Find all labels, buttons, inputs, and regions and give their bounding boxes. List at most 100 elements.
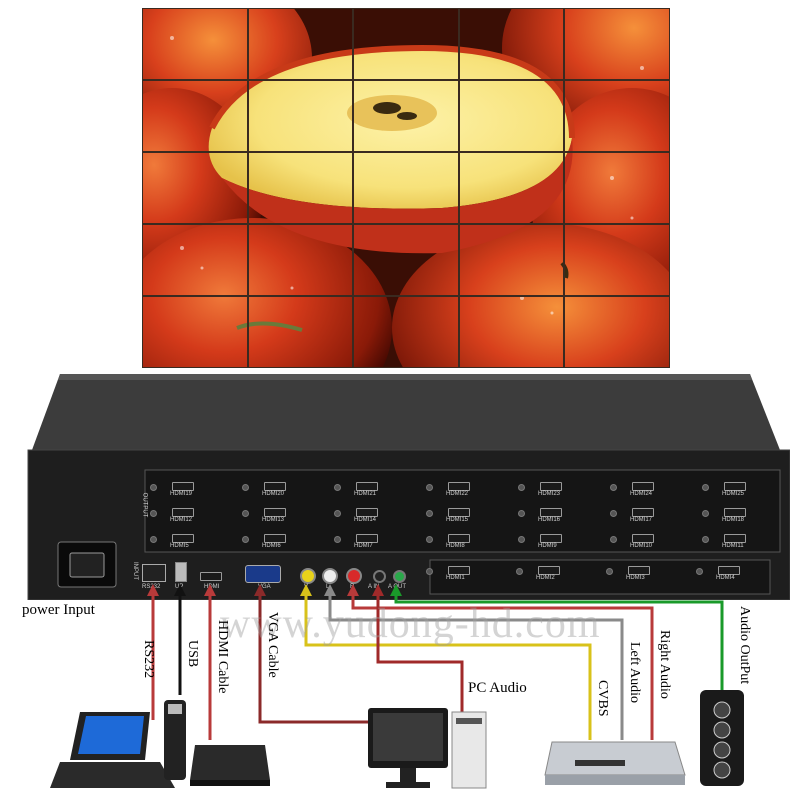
screw: [334, 484, 341, 491]
left-audio-rca-port[interactable]: [322, 568, 338, 584]
screw: [426, 510, 433, 517]
hdmi-output-port[interactable]: [356, 508, 378, 517]
hdmi-output-port[interactable]: [540, 534, 562, 543]
hdmi-output-port[interactable]: [264, 534, 286, 543]
video-wall-tile: [564, 296, 670, 368]
left-audio-label: Left Audio: [627, 642, 642, 704]
video-wall-tile: [353, 8, 459, 80]
hdmi-output-port[interactable]: [356, 534, 378, 543]
audio-out-arrow: [390, 584, 402, 596]
hdmi-output-port-label: HDMI21: [354, 491, 377, 497]
vga-port-label: VGA: [258, 584, 271, 590]
hdmi-output-port[interactable]: [628, 566, 650, 575]
usb-port[interactable]: [175, 562, 187, 582]
audio-in-jack[interactable]: [373, 570, 386, 583]
power-input-label: power Input: [22, 602, 95, 618]
audio-out-jack[interactable]: [393, 570, 406, 583]
screw: [610, 484, 617, 491]
vga-port[interactable]: [245, 565, 281, 583]
hdmi-output-port[interactable]: [356, 482, 378, 491]
left-audio-arrow: [324, 584, 336, 596]
laptop-icon: [50, 712, 175, 788]
video-wall-tile: [247, 8, 354, 80]
screw: [702, 484, 709, 491]
screw: [150, 536, 157, 543]
vga-cable: [258, 592, 370, 724]
hdmi-output-port[interactable]: [724, 482, 746, 491]
video-wall-tile: [142, 296, 248, 368]
left-audio-cable: [328, 592, 624, 740]
screw: [606, 568, 613, 575]
vga-cable-label: VGA Cable: [265, 612, 280, 678]
video-rca-port[interactable]: [300, 568, 316, 584]
hdmi-output-port[interactable]: [448, 566, 470, 575]
right-audio-cable: [351, 592, 654, 740]
right-audio-arrow: [347, 584, 359, 596]
pc-tower-icon: [451, 711, 487, 789]
rs232-port-label: RS232: [142, 584, 161, 590]
hdmi-output-port[interactable]: [448, 534, 470, 543]
screw: [426, 536, 433, 543]
screw: [150, 484, 157, 491]
hdmi-input-port[interactable]: [200, 572, 222, 581]
video-wall-tile: [564, 80, 670, 152]
hdmi-output-port-label: HDMI19: [170, 491, 193, 497]
screw: [702, 510, 709, 517]
screw: [516, 568, 523, 575]
media-player-icon: [190, 745, 270, 786]
right-audio-rca-port[interactable]: [346, 568, 362, 584]
video-wall-tile: [247, 224, 354, 296]
hdmi-output-port-label: HDMI4: [716, 575, 735, 581]
hdmi-output-port-label: HDMI10: [630, 543, 653, 549]
hdmi-output-port[interactable]: [632, 482, 654, 491]
hdmi-output-port[interactable]: [632, 534, 654, 543]
hdmi-output-port[interactable]: [172, 508, 194, 517]
pc-audio-cable: [376, 592, 464, 712]
hdmi-input-label: HDMI: [204, 584, 220, 590]
left-port-label: L: [326, 584, 330, 590]
hdmi-output-port[interactable]: [448, 508, 470, 517]
hdmi-output-port[interactable]: [718, 566, 740, 575]
hdmi-output-port[interactable]: [172, 482, 194, 491]
hdmi-arrow: [204, 584, 216, 596]
watermark: www.yudong-hd.com: [220, 601, 601, 647]
screw: [426, 484, 433, 491]
hdmi-output-port-label: HDMI7: [354, 543, 373, 549]
rs232-label: RS232: [141, 640, 156, 679]
audio-in-label: A IN: [368, 584, 380, 590]
hdmi-output-port[interactable]: [724, 508, 746, 517]
hdmi-output-port[interactable]: [538, 566, 560, 575]
hdmi-output-port[interactable]: [448, 482, 470, 491]
cvbs-cable: [304, 592, 592, 740]
screw: [150, 510, 157, 517]
screw: [610, 510, 617, 517]
hdmi-output-port[interactable]: [540, 508, 562, 517]
hdmi-output-port[interactable]: [632, 508, 654, 517]
cvbs-arrow: [300, 584, 312, 596]
hdmi-output-port-label: HDMI12: [170, 517, 193, 523]
hdmi-output-port[interactable]: [172, 534, 194, 543]
screw: [242, 510, 249, 517]
vga-arrow: [254, 584, 266, 596]
screw: [334, 536, 341, 543]
video-wall-tile: [247, 296, 354, 368]
hdmi-output-port-label: HDMI11: [722, 543, 744, 549]
video-wall-tile: [564, 224, 670, 296]
rs232-port[interactable]: [142, 564, 166, 582]
hdmi-output-port-label: HDMI9: [538, 543, 557, 549]
audio-out-cable: [394, 592, 724, 700]
video-wall-tile: [247, 152, 354, 224]
hdmi-output-port[interactable]: [540, 482, 562, 491]
pc-monitor-icon: [368, 708, 448, 788]
hdmi-output-port-label: HDMI17: [630, 517, 653, 523]
pc-audio-arrow: [372, 584, 384, 596]
screw: [610, 536, 617, 543]
video-wall-tile: [142, 8, 248, 80]
hdmi-output-port[interactable]: [264, 508, 286, 517]
audio-output-label: Audio OutPut: [737, 606, 752, 685]
hdmi-output-port[interactable]: [724, 534, 746, 543]
screw: [696, 568, 703, 575]
video-wall-tile: [458, 152, 565, 224]
hdmi-output-port[interactable]: [264, 482, 286, 491]
hdmi-output-port-label: HDMI20: [262, 491, 285, 497]
